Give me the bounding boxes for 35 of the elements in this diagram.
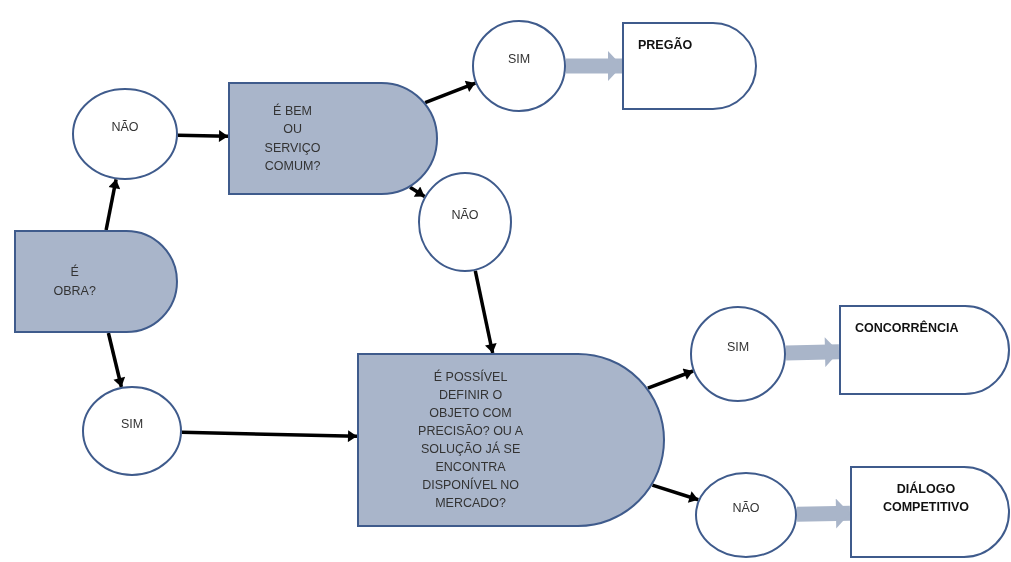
outcome-shape — [622, 22, 757, 110]
node-label: É BEM OU SERVIÇO COMUM? — [264, 102, 321, 175]
block-arrow — [785, 337, 840, 368]
node-label: CONCORRÊNCIA — [855, 319, 959, 337]
node-label: É POSSÍVEL DEFINIR O OBJETO COM PRECISÃO? OU A SOLUÇÃO JÁ SE ENCONTRA DISPONÍVEL NO MERCADO? — [417, 368, 524, 513]
node-label: SIM — [120, 415, 144, 433]
arrow — [106, 332, 126, 388]
decision-shape — [357, 353, 665, 527]
arrow — [473, 270, 497, 354]
node-label: SIM — [726, 338, 750, 356]
answer-circle — [695, 472, 797, 558]
arrow — [647, 368, 694, 390]
block-arrow — [566, 51, 622, 81]
arrow — [651, 483, 699, 503]
arrow — [409, 185, 426, 198]
arrow — [424, 80, 476, 105]
answer-circle — [472, 20, 566, 112]
node-label: PREGÃO — [638, 36, 693, 54]
arrow — [104, 179, 121, 231]
node-label: NÃO — [451, 206, 479, 224]
node-label: DIÁLOGO COMPETITIVO — [881, 480, 971, 517]
outcome-shape — [839, 305, 1010, 395]
answer-circle — [72, 88, 178, 180]
answer-circle — [690, 306, 786, 402]
node-label: NÃO — [111, 118, 139, 136]
answer-circle — [82, 386, 182, 476]
block-arrow — [796, 498, 851, 529]
arrow — [177, 130, 229, 143]
decision-shape — [228, 82, 438, 195]
arrow — [181, 430, 358, 443]
outcome-shape — [850, 466, 1010, 558]
answer-circle — [418, 172, 512, 272]
node-label: SIM — [507, 50, 531, 68]
node-label: NÃO — [732, 499, 760, 517]
node-label: É OBRA? — [53, 263, 96, 300]
